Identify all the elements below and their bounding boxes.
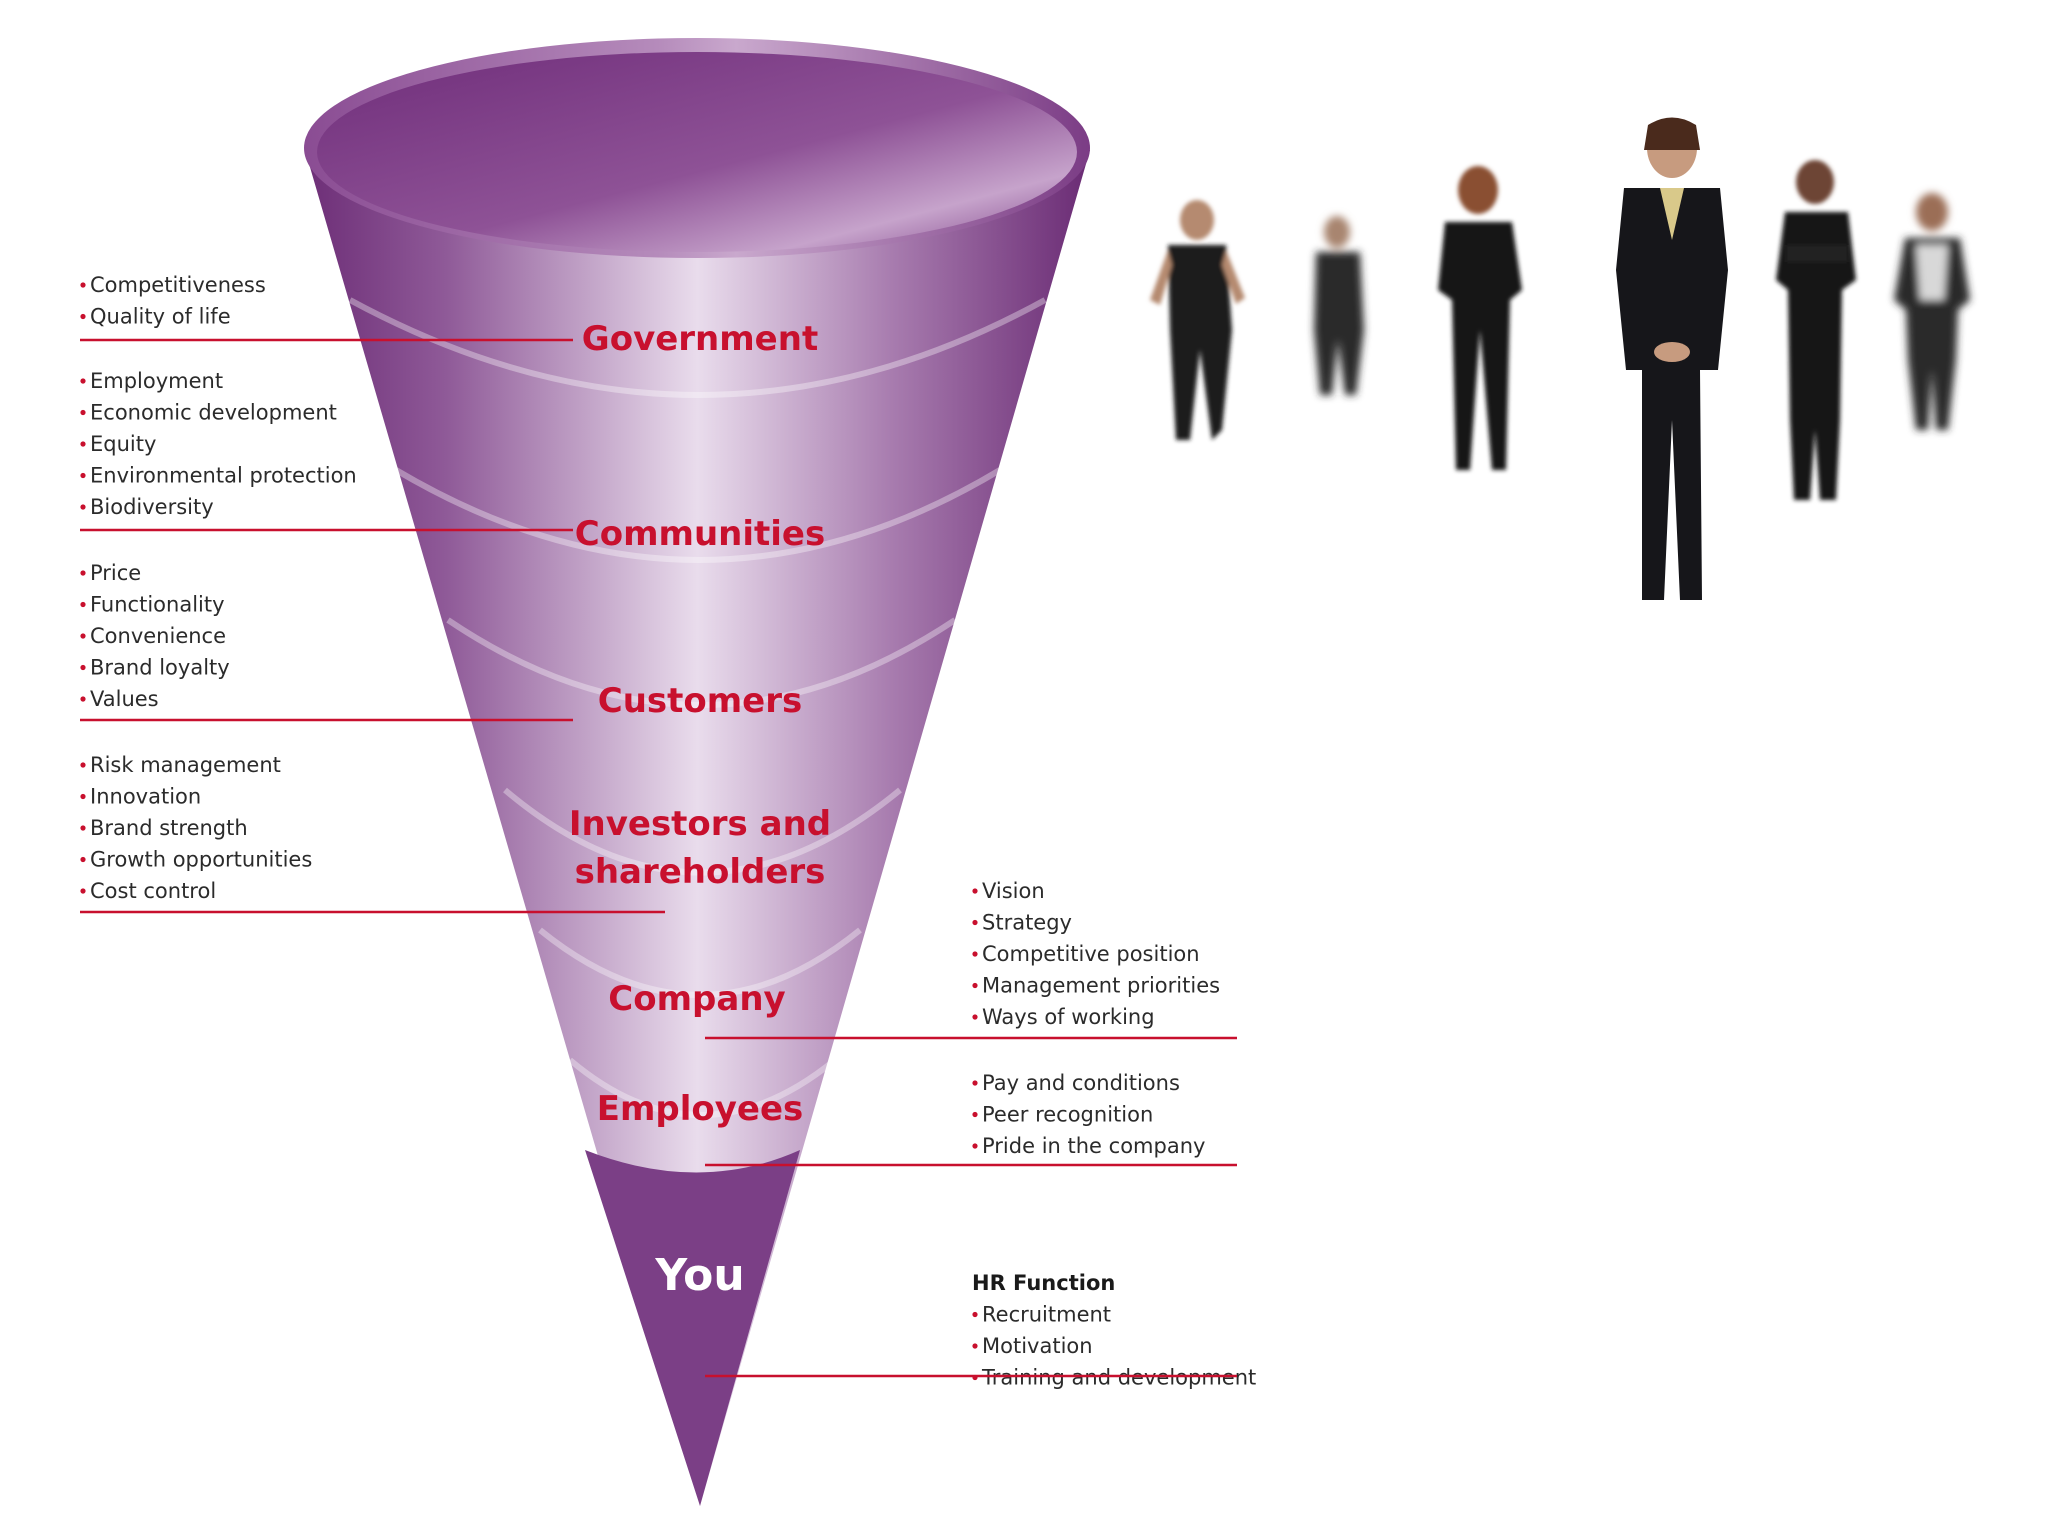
bullet-dot bbox=[80, 857, 85, 862]
person-figure bbox=[1616, 118, 1728, 601]
layer-label: Communities bbox=[575, 514, 825, 554]
bullet-dot bbox=[972, 1014, 977, 1019]
list-item: Peer recognition bbox=[982, 1103, 1153, 1127]
list-item: Pay and conditions bbox=[982, 1071, 1180, 1095]
list-item: Ways of working bbox=[982, 1005, 1155, 1029]
layer-label-line: Government bbox=[582, 319, 818, 359]
layer-label: Employees bbox=[597, 1089, 804, 1129]
list-item: Environmental protection bbox=[90, 464, 357, 488]
bullet-dot bbox=[80, 504, 85, 509]
person-figure bbox=[1776, 160, 1856, 500]
layer-label-line: Investors and bbox=[569, 804, 831, 844]
bullet-dot bbox=[972, 983, 977, 988]
person-figure bbox=[1150, 200, 1245, 440]
bullet-dot bbox=[80, 282, 85, 287]
bullet-dot bbox=[972, 1112, 977, 1117]
list-item: Strategy bbox=[982, 911, 1072, 935]
list-item: Competitive position bbox=[982, 942, 1200, 966]
bullet-dot bbox=[972, 951, 977, 956]
bullet-dot bbox=[80, 570, 85, 575]
bullet-dot bbox=[80, 378, 85, 383]
list-item: Risk management bbox=[90, 753, 281, 777]
list-item: Management priorities bbox=[982, 974, 1220, 998]
list-item: Growth opportunities bbox=[90, 848, 312, 872]
bullet-dot bbox=[80, 441, 85, 446]
group-of-people-photo bbox=[1150, 118, 1970, 601]
layer-label: You bbox=[654, 1250, 744, 1301]
list-item: Economic development bbox=[90, 401, 337, 425]
list-item: Competitiveness bbox=[90, 273, 266, 297]
list-item: Biodiversity bbox=[90, 495, 214, 519]
bullet-dot bbox=[80, 473, 85, 478]
list-item: Training and development bbox=[981, 1366, 1256, 1390]
person-figure bbox=[1438, 166, 1522, 470]
bullet-dot bbox=[972, 1343, 977, 1348]
bullet-dot bbox=[80, 794, 85, 799]
list-item: Motivation bbox=[982, 1334, 1093, 1358]
bullet-dot bbox=[972, 888, 977, 893]
layer-label-line: shareholders bbox=[575, 852, 826, 892]
list-heading: HR Function bbox=[972, 1271, 1115, 1295]
list-item: Innovation bbox=[90, 785, 201, 809]
cone-tip bbox=[585, 1150, 800, 1506]
cone-inside bbox=[317, 52, 1077, 252]
bullet-dot bbox=[80, 602, 85, 607]
list-item: Cost control bbox=[90, 879, 216, 903]
bullet-list: HR FunctionRecruitmentMotivationTraining… bbox=[705, 1271, 1256, 1390]
bullet-dot bbox=[80, 762, 85, 767]
list-item: Functionality bbox=[90, 593, 225, 617]
list-item: Convenience bbox=[90, 624, 226, 648]
person-figure bbox=[1314, 216, 1364, 395]
layer-label-line: Communities bbox=[575, 514, 825, 554]
list-item: Pride in the company bbox=[982, 1134, 1205, 1158]
list-item: Quality of life bbox=[90, 305, 231, 329]
bullet-dot bbox=[80, 888, 85, 893]
layer-label: Customers bbox=[598, 681, 803, 721]
list-item: Brand strength bbox=[90, 816, 248, 840]
bullet-dot bbox=[972, 1080, 977, 1085]
list-item: Values bbox=[90, 687, 159, 711]
list-item: Vision bbox=[982, 879, 1045, 903]
bullet-dot bbox=[972, 920, 977, 925]
layer-label-line: You bbox=[654, 1250, 744, 1301]
person-figure bbox=[1894, 193, 1970, 430]
list-item: Employment bbox=[90, 369, 223, 393]
layer-label-line: Employees bbox=[597, 1089, 804, 1129]
layer-label: Government bbox=[582, 319, 818, 359]
bullet-dot bbox=[972, 1312, 977, 1317]
bullet-dot bbox=[80, 825, 85, 830]
bullet-dot bbox=[80, 314, 85, 319]
list-item: Recruitment bbox=[982, 1303, 1111, 1327]
list-item: Price bbox=[90, 561, 141, 585]
bullet-dot bbox=[80, 633, 85, 638]
bullet-dot bbox=[972, 1143, 977, 1148]
bullet-dot bbox=[80, 696, 85, 701]
list-item: Brand loyalty bbox=[90, 656, 230, 680]
layer-label: Company bbox=[608, 979, 785, 1019]
bullet-dot bbox=[80, 410, 85, 415]
layer-label-line: Company bbox=[608, 979, 785, 1019]
layer-label-line: Customers bbox=[598, 681, 803, 721]
bullet-dot bbox=[80, 665, 85, 670]
list-item: Equity bbox=[90, 432, 156, 456]
